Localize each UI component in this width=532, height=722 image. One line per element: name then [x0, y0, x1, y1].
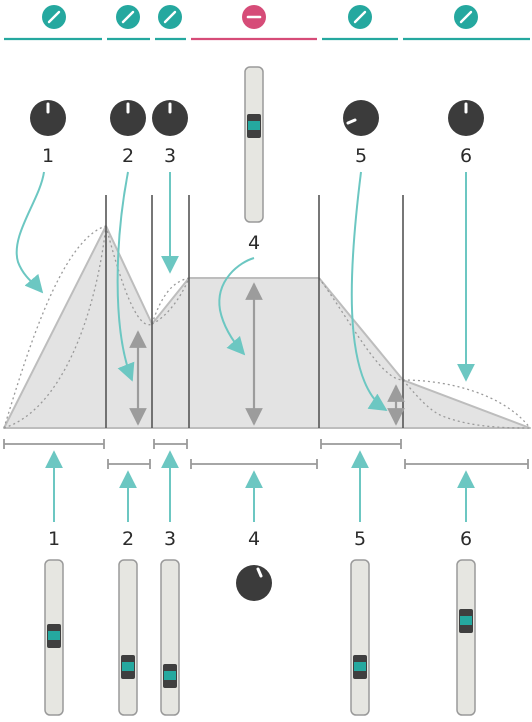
slider-1[interactable] — [44, 559, 64, 716]
bottom-label-5: 5 — [354, 528, 366, 550]
bottom-label-6: 6 — [460, 528, 472, 550]
slash-icon — [121, 10, 135, 24]
bottom-label-4: 4 — [248, 528, 260, 550]
center-slider[interactable] — [244, 66, 264, 223]
slash-icon — [47, 10, 61, 24]
segment-5-mode-button[interactable] — [348, 5, 372, 29]
bottom-label-2: 2 — [122, 528, 134, 550]
level-arrows — [129, 282, 405, 426]
bottom-knob-4[interactable] — [236, 565, 272, 601]
slash-icon — [353, 10, 367, 24]
knob-2[interactable] — [110, 100, 146, 136]
bottom-label-1: 1 — [48, 528, 60, 550]
bottom-labels: 1 2 3 4 5 6 — [48, 528, 472, 550]
time-brackets — [3, 439, 529, 469]
slash-icon — [459, 10, 473, 24]
envelope-shape — [3, 225, 531, 429]
bottom-arrows — [45, 450, 475, 522]
top-label-2: 2 — [122, 145, 134, 167]
slash-icon — [163, 10, 177, 24]
top-label-5: 5 — [355, 145, 367, 167]
slider-3[interactable] — [160, 559, 180, 716]
bottom-sliders — [44, 559, 476, 716]
slider-5[interactable] — [350, 559, 370, 716]
center-slider-label: 4 — [248, 232, 260, 254]
top-label-3: 3 — [164, 145, 176, 167]
top-label-6: 6 — [460, 145, 472, 167]
segment-1-mode-button[interactable] — [42, 5, 66, 29]
segment-dividers — [105, 195, 404, 428]
segment-6-mode-button[interactable] — [454, 5, 478, 29]
knob-5[interactable] — [343, 100, 379, 136]
top-knob-labels: 1 2 3 5 6 — [42, 145, 472, 167]
segment-2-mode-button[interactable] — [116, 5, 140, 29]
knob-1[interactable] — [30, 100, 66, 136]
segment-4-mode-button[interactable] — [242, 5, 266, 29]
segment-3-mode-button[interactable] — [158, 5, 182, 29]
top-label-1: 1 — [42, 145, 54, 167]
knob-6[interactable] — [448, 100, 484, 136]
top-buttons-row — [42, 5, 478, 29]
top-knobs — [30, 100, 484, 136]
slider-2[interactable] — [118, 559, 138, 716]
knob-3[interactable] — [152, 100, 188, 136]
slider-6[interactable] — [456, 559, 476, 716]
bottom-label-3: 3 — [164, 528, 176, 550]
top-arrows — [15, 171, 475, 411]
